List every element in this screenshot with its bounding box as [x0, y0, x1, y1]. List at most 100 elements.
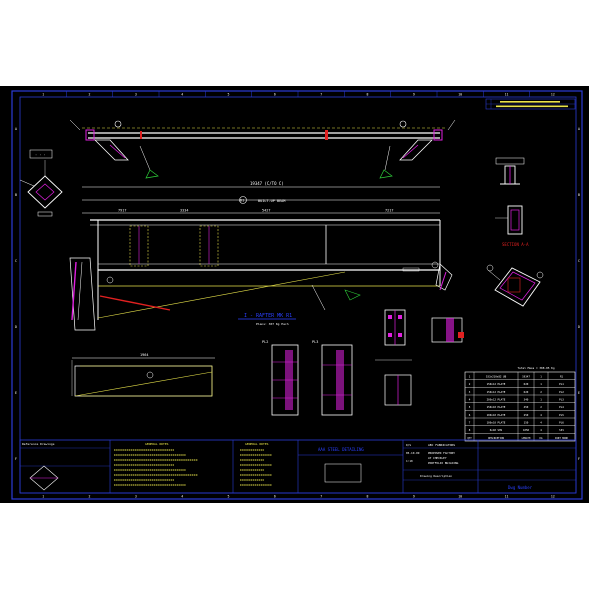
bom-title: Total Mass = 308.05 Kg: [517, 366, 554, 370]
general-notes-heading-2: GENERAL NOTES: [245, 442, 269, 446]
bom-cell: SP1: [559, 428, 564, 432]
grid-number-top: 12: [551, 93, 555, 97]
bom-cell: 7: [469, 421, 471, 425]
web-plate-detail: 1964: [71, 353, 215, 397]
bom-cell: PL4: [559, 405, 564, 409]
project-line-3: PORTFOLIO BUILDING: [428, 461, 459, 465]
grid-number-top: 4: [181, 93, 183, 97]
bom-cell: PL2: [559, 390, 564, 394]
reference-drawings-label: Reference Drawings: [22, 442, 55, 446]
grid-number-bottom: 3: [135, 495, 137, 499]
grid-number-top: 6: [274, 93, 276, 97]
sheet-outer-border: [11, 90, 583, 500]
grid-number-bottom: 7: [320, 495, 322, 499]
grid-number-bottom: 4: [181, 495, 183, 499]
grid-number-top: 7: [320, 93, 322, 97]
company-name: AAA STEEL DETAILING: [318, 447, 364, 452]
grid-letter-left: B: [15, 193, 17, 197]
grid-number-top: 1: [42, 93, 44, 97]
rafter-elevation: 19347 (C/TO C) R1 BUILT-UP BEAM 7917 333…: [69, 181, 453, 331]
section-a-a-detail: [486, 264, 544, 307]
svg-text:· · ·: · · ·: [35, 153, 46, 157]
grid-number-bottom: 11: [505, 495, 509, 499]
grid-letter-left: E: [15, 391, 17, 395]
bom-cell: PL6: [559, 421, 564, 425]
drawing-number-label: Dwg Number: [508, 485, 533, 490]
bom-cell: 1: [540, 375, 542, 379]
bom-cell: 4: [469, 398, 471, 402]
plate-pl2-detail: PL2 PL3: [262, 340, 353, 416]
grid-number-bottom: 10: [458, 495, 462, 499]
bom-cell: 533x210x82 UB: [486, 375, 507, 379]
project-line-1: PROPOSED FACTORY: [428, 451, 455, 455]
grid-letter-right: F: [578, 457, 580, 461]
plate-label-right: PL3: [312, 340, 318, 344]
drawing-date: 05-10-09: [406, 451, 420, 455]
grid-number-top: 8: [367, 93, 369, 97]
bom-header-cell: DESCRIPTION: [488, 437, 504, 440]
right-end-connection-detail: [495, 157, 525, 235]
bom-header-cell: QTY: [467, 437, 472, 440]
bom-header-cell: KG: [540, 437, 543, 440]
bom-cell: PL1: [559, 382, 564, 386]
dim-segment-3: 5427: [262, 209, 270, 213]
drawn-by: D/S: [406, 443, 411, 447]
bom-cell: 4: [540, 421, 542, 425]
bom-cell: 1: [540, 382, 542, 386]
dim-segment-2: 3334: [180, 209, 188, 213]
bom-cell: 4: [540, 428, 542, 432]
grid-number-bottom: 9: [413, 495, 415, 499]
rafter-subtitle: Plans: 307 Kg Each: [256, 322, 289, 326]
bottom-dimension: 1964: [140, 353, 148, 357]
section-a-a-label: SECTION A-A: [502, 242, 529, 247]
bom-cell: 620: [524, 390, 529, 394]
bom-cell: 100x10 PLATE: [487, 413, 506, 417]
mark-r1: R1: [240, 199, 244, 203]
fabricator-name: ABC FABRICATORS: [428, 443, 455, 447]
rafter-plan-view: [69, 119, 456, 179]
grid-number-top: 2: [89, 93, 91, 97]
title-block: Reference Drawings GENERAL NOTES GENERAL…: [19, 439, 577, 494]
grid-letter-right: D: [578, 325, 580, 329]
left-end-connection-detail: · · ·: [19, 149, 63, 217]
project-line-2: AT CHECKLEY: [428, 456, 447, 460]
grid-letter-left: A: [15, 127, 17, 131]
bom-cell: 2: [540, 405, 542, 409]
bom-cell: 5: [469, 405, 471, 409]
bom-cell: 3: [469, 390, 471, 394]
rafter-title: I - RAFTER MK R1: [244, 313, 292, 319]
overall-dimension: 19347 (C/TO C): [250, 181, 284, 186]
grid-number-top: 3: [135, 93, 137, 97]
dim-segment-4: 7217: [385, 209, 393, 213]
grid-number-bottom: 6: [274, 495, 276, 499]
grid-letter-right: E: [578, 391, 580, 395]
grid-letter-right: B: [578, 193, 580, 197]
bom-cell: 1: [469, 375, 471, 379]
grid-number-top: 10: [458, 93, 462, 97]
end-plate-detail: [375, 309, 464, 406]
plate-label-left: PL2: [262, 340, 268, 344]
bom-cell: R1: [560, 375, 564, 379]
bom-cell: 8: [469, 428, 471, 432]
grid-letter-right: A: [578, 127, 580, 131]
bom-cell: 250: [524, 413, 529, 417]
grid-number-bottom: 12: [551, 495, 555, 499]
grid-number-bottom: 8: [367, 495, 369, 499]
bom-cell: 6: [469, 413, 471, 417]
drawing-scale: 1:10: [406, 459, 413, 463]
grid-number-top: 9: [413, 93, 415, 97]
bom-cell: 150: [524, 421, 529, 425]
bom-header-cell: PART MARK: [555, 437, 569, 440]
bom-cell: 200x12 PLATE: [487, 398, 506, 402]
bom-cell: 620: [524, 382, 529, 386]
bom-cell: 2: [469, 382, 471, 386]
grid-letter-left: C: [15, 259, 17, 263]
grid-letter-left: F: [15, 457, 17, 461]
grid-number-bottom: 5: [228, 495, 230, 499]
bom-cell: 4: [540, 413, 542, 417]
drawing-background: [0, 86, 589, 503]
